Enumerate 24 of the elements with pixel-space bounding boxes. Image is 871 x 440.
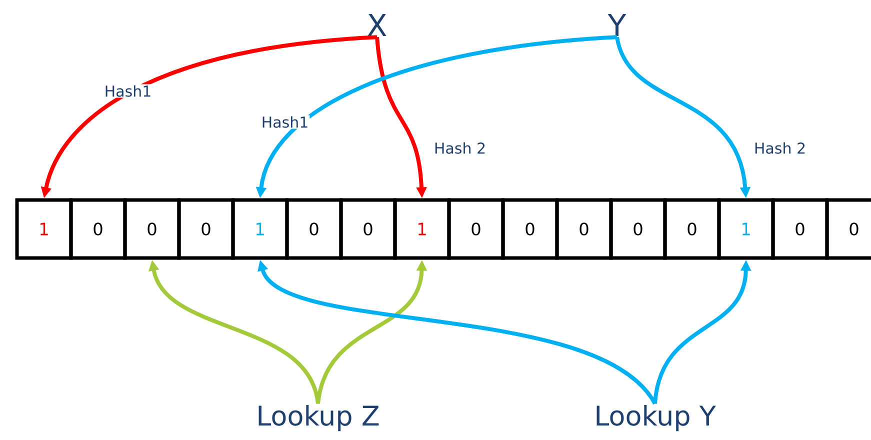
- edge-label: Hash1: [103, 84, 153, 98]
- bit-cell: 1: [231, 198, 289, 260]
- bit-cell: 0: [339, 198, 397, 260]
- bit-cell: 0: [663, 198, 721, 260]
- bit-cell: 0: [447, 198, 505, 260]
- bit-cell: 0: [771, 198, 829, 260]
- bit-cell: 0: [555, 198, 613, 260]
- key-label: Y: [608, 14, 626, 36]
- bit-cell: 1: [393, 198, 451, 260]
- edge-label: Hash1: [260, 115, 310, 129]
- bit-cell: 0: [285, 198, 343, 260]
- edge-label: Hash 2: [432, 141, 488, 155]
- key-label: Lookup Y: [596, 404, 716, 432]
- bit-cell: 0: [609, 198, 667, 260]
- bit-cell: 0: [123, 198, 181, 260]
- key-label: X: [368, 14, 386, 36]
- key-label: Lookup Z: [258, 404, 379, 432]
- bit-cell: 1: [15, 198, 73, 260]
- edge-label: Hash 2: [752, 141, 808, 155]
- bit-cell: 1: [717, 198, 775, 260]
- bit-cell: 0: [501, 198, 559, 260]
- bit-cell: 0: [69, 198, 127, 260]
- bit-cell: 0: [177, 198, 235, 260]
- bit-cell: 0: [825, 198, 871, 260]
